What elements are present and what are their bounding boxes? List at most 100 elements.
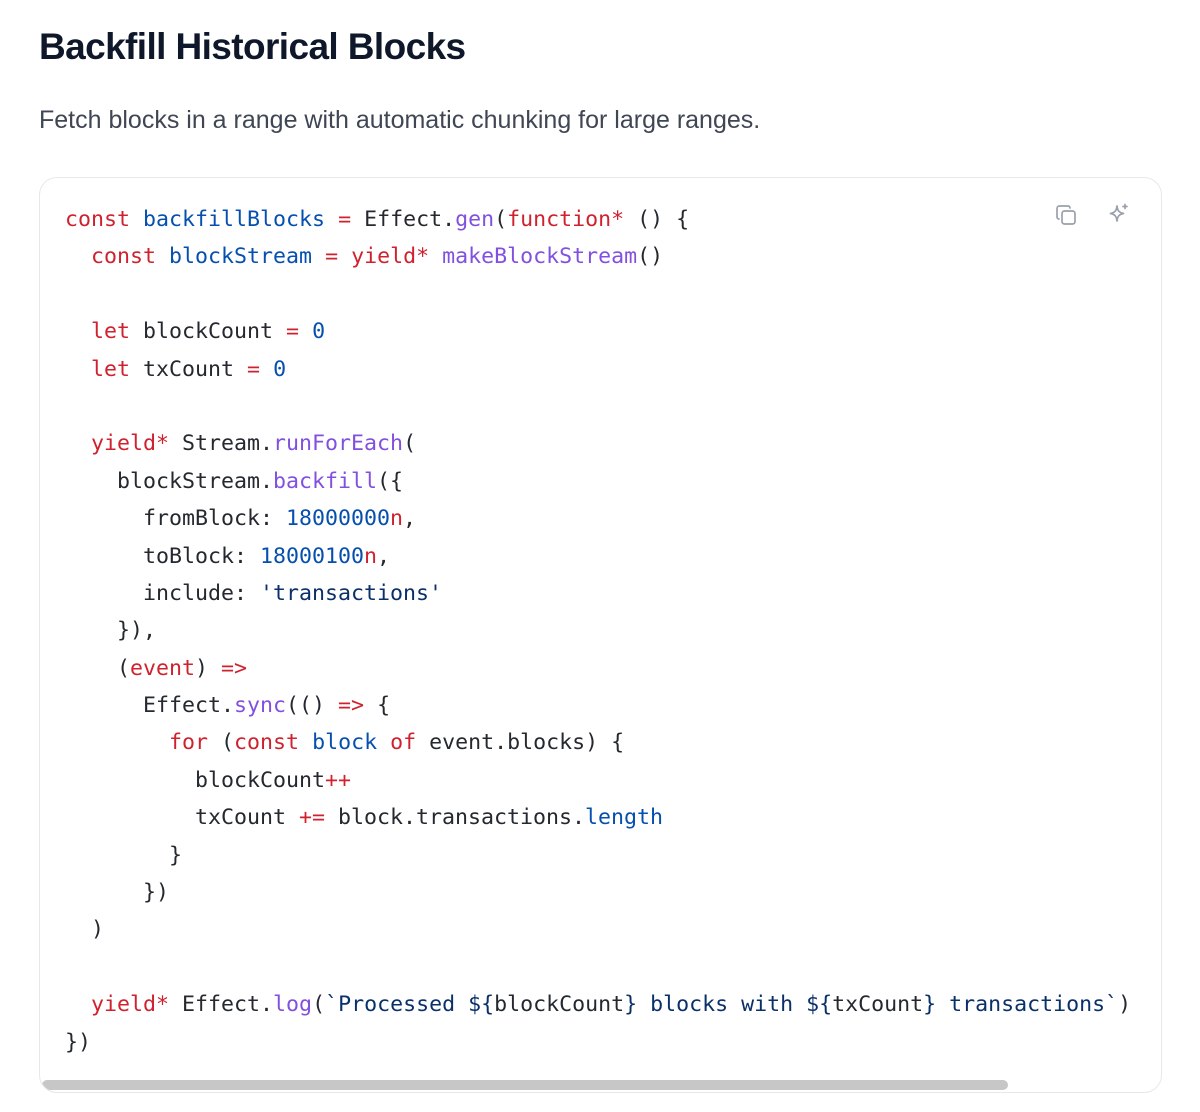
code-line: }) [65, 1024, 1131, 1061]
code-token [65, 319, 91, 344]
code-token: of [390, 730, 417, 756]
code-token: txCount [130, 356, 248, 382]
code-token: () { [624, 207, 690, 232]
code-token: (() [286, 693, 339, 719]
code-token [65, 431, 91, 456]
code-line: let blockCount = 0 [65, 313, 1131, 350]
code-token [299, 319, 312, 344]
code-token: , [403, 506, 417, 532]
code-token [65, 992, 91, 1017]
code-token [377, 730, 390, 755]
sparkle-icon [1109, 203, 1128, 222]
code-token: block.transactions. [325, 805, 586, 831]
code-block: const backfillBlocks = Effect.gen(functi… [39, 177, 1162, 1093]
code-token [429, 244, 442, 269]
code-token: } blocks with ${ [624, 992, 833, 1018]
code-line: for (const block of event.blocks) { [65, 724, 1131, 761]
code-token: let [91, 319, 131, 345]
code-token: 'transactions' [260, 580, 443, 606]
code-token: yield* [91, 992, 170, 1018]
code-token: Effect. [65, 693, 235, 719]
copy-icon [1056, 205, 1076, 225]
code-token: ++ [325, 767, 352, 793]
code-token: fromBlock: [65, 506, 287, 532]
code-token: txCount [832, 992, 924, 1018]
code-token: 0 [312, 319, 326, 345]
code-scroll-area[interactable]: const backfillBlocks = Effect.gen(functi… [40, 178, 1161, 1092]
code-token: log [273, 992, 313, 1018]
copy-button[interactable] [1053, 202, 1079, 228]
code-token: blockCount [130, 319, 287, 345]
code-token: = [286, 319, 300, 345]
code-token: = [247, 356, 261, 382]
code-line: const backfillBlocks = Effect.gen(functi… [65, 201, 1131, 238]
code-token: } [65, 842, 183, 868]
code-token: = [338, 207, 352, 232]
code-line [65, 949, 1131, 986]
code-token [325, 207, 338, 232]
code-token: include: [65, 580, 261, 606]
code-token [312, 244, 325, 269]
code-line: include: 'transactions' [65, 575, 1131, 612]
code-token: 18000000 [286, 506, 391, 532]
scrollbar-thumb[interactable] [42, 1080, 1008, 1090]
code-token: toBlock: [65, 543, 261, 569]
code-line: yield* Stream.runForEach( [65, 425, 1131, 462]
code-token: `Processed ${ [325, 992, 495, 1018]
code-token: ) [65, 917, 105, 943]
code-line: ) [65, 911, 1131, 948]
code-token: , [377, 543, 391, 569]
code-token: backfillBlocks [143, 207, 326, 232]
code-token: ) [195, 655, 222, 681]
code-token: const [234, 730, 300, 756]
code-line: txCount += block.transactions.length [65, 799, 1131, 836]
code-token: event.blocks) { [416, 730, 625, 756]
code-token: ( [65, 655, 131, 681]
code-token: blockCount [65, 767, 326, 793]
code-token: { [364, 693, 391, 719]
code-token: Effect. [351, 207, 456, 232]
horizontal-scrollbar[interactable] [40, 1080, 1161, 1092]
section-title: Backfill Historical Blocks [39, 26, 466, 67]
code-line: (event) => [65, 650, 1131, 687]
code-line: fromBlock: 18000000n, [65, 500, 1131, 537]
code-token: for [169, 730, 209, 756]
ask-ai-button[interactable] [1105, 202, 1131, 228]
code-token [338, 244, 351, 269]
code-token: += [299, 805, 326, 831]
code-token: 18000100 [260, 543, 365, 569]
code-token: 0 [273, 356, 287, 382]
code-token: let [91, 356, 131, 382]
code-line [65, 276, 1131, 313]
section-description: Fetch blocks in a range with automatic c… [39, 106, 761, 134]
code-token: = [325, 244, 339, 270]
code-token: Stream. [169, 431, 274, 457]
code-token: makeBlockStream [442, 244, 638, 270]
code-token: sync [234, 693, 287, 719]
code-token: => [221, 655, 248, 681]
code-line: toBlock: 18000100n, [65, 538, 1131, 575]
code-token: backfill [273, 468, 378, 494]
code-token [130, 207, 143, 232]
code-token: yield* [91, 431, 170, 457]
code-token [65, 730, 169, 755]
code-token: block [312, 730, 378, 756]
code-token: () [637, 244, 664, 270]
code-token: blockStream. [65, 468, 274, 494]
code-line: } [65, 837, 1131, 874]
code-token: blockStream [169, 244, 313, 270]
code-line: }), [65, 612, 1131, 649]
code-token: function* [507, 207, 625, 232]
code-token: gen [455, 207, 495, 232]
code-line: Effect.sync(() => { [65, 687, 1131, 724]
code-token: ({ [377, 468, 404, 494]
code-token: txCount [65, 805, 300, 831]
code-token: ( [403, 431, 417, 457]
code-token: blockCount [494, 992, 625, 1018]
code-token: }) [65, 1029, 92, 1055]
code-token: ( [208, 730, 235, 756]
code-token: length [585, 805, 664, 831]
code-token: }) [65, 880, 170, 906]
code-line [65, 388, 1131, 425]
